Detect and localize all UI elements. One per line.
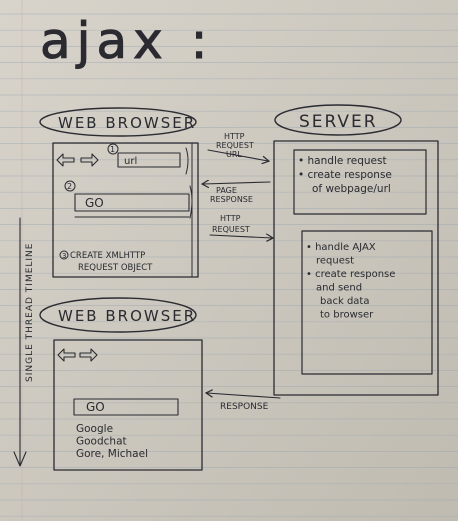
http2-line2: REQUEST [212, 225, 250, 234]
title-text: ajax : [40, 12, 214, 70]
url-bracket [185, 147, 189, 175]
timeline-label: SINGLE THREAD TIMELINE [25, 243, 35, 382]
server-box-1-line-2: • create response [298, 169, 392, 181]
suggestion-item-2: Goodchat [76, 436, 127, 448]
create-xmlhttp-line2: REQUEST OBJECT [78, 263, 153, 273]
server-box-2-line-3: • create response [306, 269, 395, 280]
ruled-lines [0, 13, 458, 517]
page-response-arrow [203, 182, 271, 184]
server-box-1-line-1: • handle request [298, 155, 387, 167]
http1-line2: REQUEST [216, 141, 254, 150]
go-button-bottom-text: GO [86, 400, 105, 414]
http-request-arrow-2 [209, 235, 272, 238]
create-xmlhttp-line1: CREATE XMLHTTP [70, 251, 145, 261]
server-heading: SERVER [299, 112, 378, 132]
step-3-circle [59, 250, 69, 260]
web-browser-top-ellipse [39, 107, 197, 137]
server-box-1-line-3: of webpage/url [312, 183, 391, 195]
response-arrow [207, 393, 281, 399]
server-box-1-text: • handle request • create response of webp… [298, 155, 392, 195]
step-1-circle [107, 143, 119, 155]
http2-line1: HTTP [220, 214, 241, 223]
web-browser-top-heading: WEB BROWSER [58, 114, 196, 132]
server-box-2-line-4: and send [316, 283, 362, 294]
http1-line3: URL [226, 150, 242, 159]
go-input-bottom[interactable] [73, 398, 179, 416]
go-input-top[interactable] [74, 193, 190, 212]
step-2-label: 2 [67, 182, 72, 191]
suggestion-item-1: Google [76, 423, 113, 435]
forward-arrow-bottom-icon[interactable] [79, 348, 98, 362]
url-field[interactable] [117, 152, 181, 168]
server-box-2-line-5: back data [320, 296, 369, 307]
step-1-label: 1 [110, 145, 115, 154]
step-2-circle [64, 180, 76, 192]
suggestion-item-3: Gore, Michael [76, 448, 148, 460]
page-line1: PAGE [216, 186, 237, 195]
server-box-2-text: • handle AJAX request • create response and… [306, 242, 395, 321]
page-line2: RESPONSE [210, 195, 253, 204]
go-button-top-text: GO [85, 196, 104, 210]
server-box-2 [301, 230, 433, 375]
browser-bottom-window [53, 339, 203, 471]
back-arrow-bottom-icon[interactable] [57, 348, 76, 362]
browser-top-window [52, 142, 199, 278]
server-box-2-line-2: request [316, 256, 354, 267]
response-label: RESPONSE [220, 402, 269, 412]
step-3-label: 3 [62, 252, 66, 260]
server-box-1 [293, 149, 427, 215]
server-ellipse [274, 104, 402, 136]
web-browser-bottom-ellipse [39, 297, 197, 333]
url-field-text: url [124, 156, 137, 167]
http-request-arrow-1 [207, 149, 268, 161]
web-browser-bottom-heading: WEB BROWSER [58, 307, 196, 325]
go-bracket [189, 185, 193, 219]
forward-arrow-icon[interactable] [80, 153, 99, 167]
http1-line1: HTTP [224, 132, 245, 141]
server-box-2-line-6: to browser [320, 310, 374, 321]
server-box-2-line-1: • handle AJAX [306, 242, 376, 253]
timeline-arrowhead-icon [13, 451, 27, 467]
back-arrow-icon[interactable] [56, 153, 75, 167]
server-outer-box [273, 140, 439, 396]
